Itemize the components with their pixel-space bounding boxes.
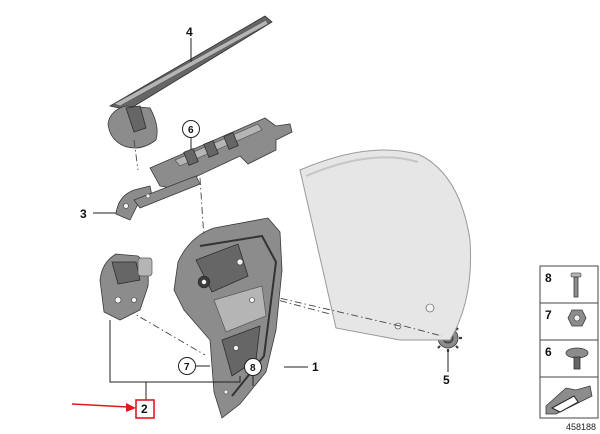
svg-text:6: 6 — [188, 125, 194, 136]
leader-lines — [93, 38, 449, 400]
circled-callout-6: 6 — [182, 120, 200, 138]
part-3-lower-bracket[interactable] — [115, 175, 201, 221]
panel-row-shim[interactable] — [545, 385, 593, 415]
panel-row-8-screw[interactable]: 8 — [545, 271, 582, 298]
callout-5: 5 — [443, 373, 450, 387]
svg-text:7: 7 — [184, 362, 190, 373]
part-1-window-regulator[interactable] — [173, 217, 283, 419]
callout-2: 2 — [141, 402, 148, 416]
svg-text:6: 6 — [545, 345, 552, 359]
catalog-number: 458188 — [566, 422, 596, 432]
svg-text:8: 8 — [545, 271, 552, 285]
callout-3: 3 — [80, 207, 87, 221]
side-parts-panel: 8 7 6 — [539, 265, 599, 419]
panel-row-7-nut[interactable]: 7 — [545, 308, 587, 327]
svg-text:8: 8 — [250, 363, 256, 374]
part-4-window-seal[interactable] — [107, 15, 273, 171]
callout-4: 4 — [186, 25, 193, 39]
part-2-regulator-motor[interactable] — [99, 253, 153, 321]
callout-2-box[interactable]: 2 — [135, 399, 155, 419]
panel-row-6-bolt[interactable]: 6 — [545, 345, 589, 370]
circled-callout-7: 7 — [178, 357, 196, 375]
part-6-upper-guide-bracket[interactable] — [149, 117, 293, 239]
circled-callout-8: 8 — [244, 358, 262, 376]
door-window-glass — [299, 149, 472, 341]
svg-text:7: 7 — [545, 308, 552, 322]
callout-1: 1 — [312, 360, 319, 374]
highlight-arrow — [71, 403, 136, 412]
